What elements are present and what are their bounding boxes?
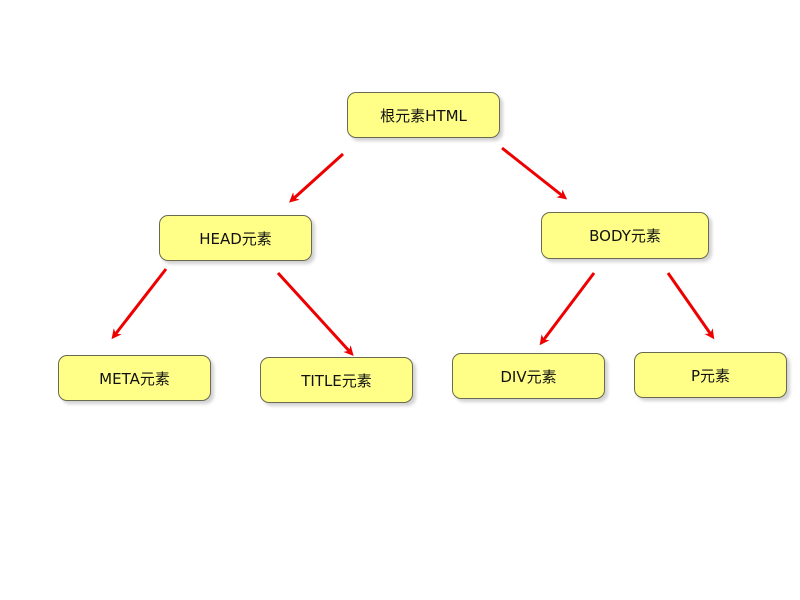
node-p-label: P元素 <box>690 366 731 385</box>
arrow-body-to-p <box>666 272 715 340</box>
node-p: P元素 <box>634 352 787 398</box>
node-title: TITLE元素 <box>260 357 413 403</box>
arrow-head-to-meta <box>111 268 168 340</box>
node-meta-label: META元素 <box>99 369 170 388</box>
arrow-head-to-title <box>276 271 354 356</box>
arrow-body-to-div <box>539 272 596 346</box>
node-meta: META元素 <box>58 355 211 401</box>
node-head-label: HEAD元素 <box>199 229 272 248</box>
node-div-label: DIV元素 <box>500 367 557 386</box>
node-root-label: 根元素HTML <box>380 106 467 125</box>
node-body-label: BODY元素 <box>589 227 661 245</box>
node-root-html: 根元素HTML <box>347 92 500 138</box>
arrow-root-to-body <box>501 146 568 200</box>
node-div: DIV元素 <box>452 353 605 399</box>
node-head: HEAD元素 <box>159 215 312 261</box>
node-body: BODY元素 <box>541 212 709 259</box>
arrow-root-to-head <box>289 152 345 203</box>
node-title-label: TITLE元素 <box>301 371 372 390</box>
